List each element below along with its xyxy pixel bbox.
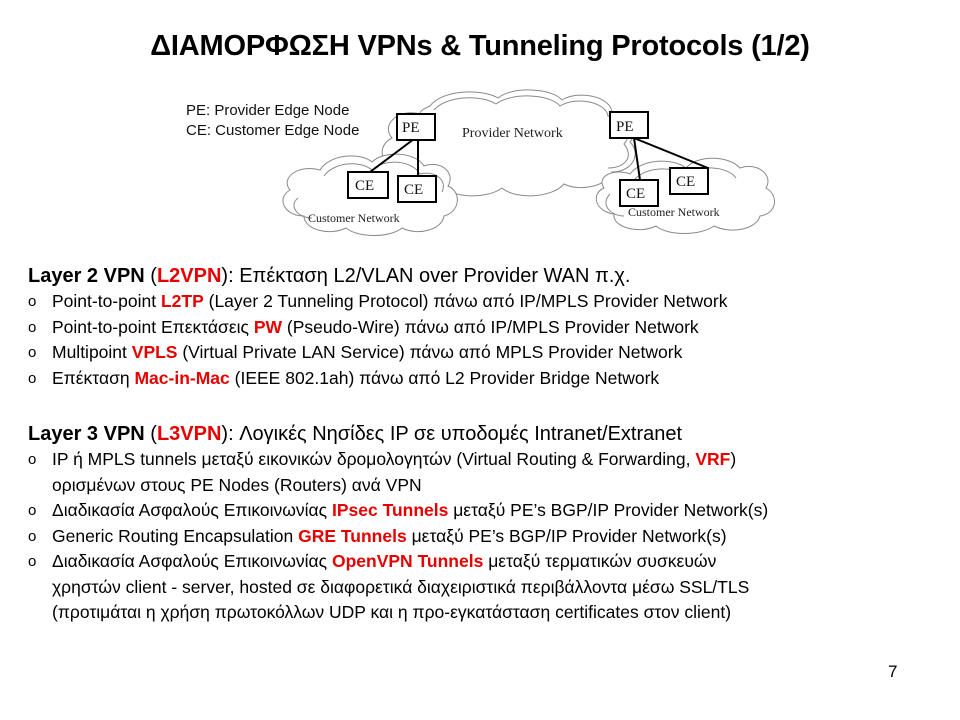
- layer2-heading: Layer 2 VPN (L2VPN): Επέκταση L2/VLAN ov…: [28, 263, 727, 289]
- item-text: Generic Routing Encapsulation: [52, 525, 299, 546]
- list-item: o Multipoint VPLS (Virtual Private LAN Se…: [28, 340, 727, 366]
- ce-left-1-label: CE: [355, 178, 374, 194]
- list-item: o Διαδικασία Ασφαλούς Επικοινωνίας IPsec …: [28, 498, 768, 524]
- layer2-section: Layer 2 VPN (L2VPN): Επέκταση L2/VLAN ov…: [28, 263, 727, 391]
- item-highlight: IPsec Tunnels: [331, 500, 449, 520]
- item-highlight: L2TP: [160, 291, 204, 311]
- item-text: μεταξύ τερματικών συσκευών: [483, 551, 717, 571]
- layer2-heading-suffix: ): Επέκταση L2/VLAN over Provider WAN π.…: [221, 265, 631, 287]
- list-item: o Διαδικασία Ασφαλούς Επικοινωνίας OpenVP…: [28, 549, 768, 626]
- link-pe-right-ce2: [633, 137, 709, 169]
- layer3-heading-open: (: [144, 423, 157, 445]
- provider-network-label: Provider Network: [462, 126, 563, 141]
- page-number: 7: [888, 662, 898, 681]
- item-text: (Pseudo-Wire) πάνω από IP/MPLS Provider …: [282, 316, 699, 337]
- list-item: o Generic Routing Encapsulation GRE Tunne…: [28, 524, 768, 550]
- item-text: (Layer 2 Tunneling Protocol) πάνω από IP…: [203, 291, 728, 311]
- ce-left-2-box: [397, 175, 437, 203]
- item-text: μεταξύ PE’s BGP/IP Provider Network(s): [406, 525, 727, 546]
- layer3-list: o IP ή MPLS tunnels μεταξύ εικονικών δρομ…: [28, 447, 768, 626]
- ce-right-2-label: CE: [676, 174, 695, 190]
- bullet-icon: o: [28, 502, 37, 519]
- bullet-icon: o: [28, 451, 37, 468]
- customer-network-right-label: Customer Network: [628, 205, 720, 219]
- bullet-icon: o: [28, 344, 37, 361]
- pe-left-box: [396, 113, 436, 141]
- layer3-heading: Layer 3 VPN (L3VPN): Λογικές Νησίδες IP …: [28, 421, 768, 447]
- customer-network-right-cloud: [595, 157, 775, 234]
- pe-left-label: PE: [402, 120, 420, 136]
- item-highlight: OpenVPN Tunnels: [331, 551, 484, 571]
- link-pe-left-ce1: [369, 135, 419, 173]
- item-highlight: GRE Tunnels: [298, 525, 407, 546]
- pe-right-box: [609, 111, 649, 139]
- layer2-heading-highlight: L2VPN: [156, 265, 222, 287]
- bullet-icon: o: [28, 318, 37, 336]
- link-pe-right-ce1: [633, 137, 641, 181]
- layer3-section: Layer 3 VPN (L3VPN): Λογικές Νησίδες IP …: [28, 421, 768, 626]
- ce-left-2-label: CE: [404, 182, 423, 198]
- bullet-icon: o: [28, 369, 37, 387]
- item-highlight: Mac-in-Mac: [134, 367, 230, 388]
- connection-lines: [369, 135, 709, 181]
- list-item: o Point-to-point Επεκτάσεις PW (Pseudo-Wi…: [28, 315, 727, 341]
- item-text: (Virtual Private LAN Service) πάνω από M…: [177, 342, 683, 362]
- item-continuation: ορισμένων στους PE Nodes (Routers) ανά V…: [52, 474, 422, 495]
- item-highlight: VPLS: [131, 342, 178, 362]
- item-continuation: χρηστών client - server, hosted σε διαφο…: [52, 576, 750, 597]
- item-text: Point-to-point Επεκτάσεις: [52, 316, 254, 337]
- list-item: o Επέκταση Mac-in-Mac (IEEE 802.1ah) πάνω…: [28, 366, 727, 392]
- item-text: Επέκταση: [52, 367, 135, 388]
- ce-right-1-label: CE: [626, 186, 645, 202]
- legend-ce: CE: Customer Edge Node: [186, 122, 360, 139]
- bullet-icon: o: [28, 527, 37, 545]
- item-text: (IEEE 802.1ah) πάνω από L2 Provider Brid…: [229, 367, 660, 388]
- layer3-heading-suffix: ): Λογικές Νησίδες IP σε υποδομές Intran…: [221, 423, 683, 445]
- item-text: Point-to-point: [52, 291, 161, 311]
- item-highlight: VRF: [695, 449, 731, 469]
- layer2-heading-prefix: Layer 2 VPN: [28, 265, 145, 287]
- item-continuation: (προτιμάται η χρήση πρωτοκόλλων UDP και …: [52, 602, 732, 622]
- layer3-heading-prefix: Layer 3 VPN: [28, 423, 145, 445]
- item-text: Multipoint: [52, 342, 132, 362]
- item-text: μεταξύ PE’s BGP/IP Provider Network(s): [448, 500, 769, 520]
- ce-left-1-box: [347, 171, 389, 199]
- pe-right-label: PE: [616, 119, 634, 135]
- customer-network-left-label: Customer Network: [308, 211, 400, 225]
- layer3-heading-highlight: L3VPN: [156, 423, 222, 445]
- item-text: IP ή MPLS tunnels μεταξύ εικονικών δρομο…: [52, 449, 696, 469]
- bullet-icon: o: [28, 293, 37, 310]
- item-text: Διαδικασία Ασφαλούς Επικοινωνίας: [52, 551, 332, 571]
- list-item: o IP ή MPLS tunnels μεταξύ εικονικών δρομ…: [28, 447, 768, 498]
- legend-pe: PE: Provider Edge Node: [186, 102, 350, 119]
- diagram-legend: PE: Provider Edge Node CE: Customer Edge…: [186, 101, 359, 141]
- item-text: ): [730, 449, 737, 469]
- ce-right-1-box: [619, 179, 659, 207]
- slide-title: ΔΙΑΜΟΡΦΩΣΗ VPNs & Tunneling Protocols (1…: [150, 30, 810, 62]
- layer2-list: o Point-to-point L2TP (Layer 2 Tunneling …: [28, 289, 727, 391]
- vpn-network-diagram: PE CE CE PE CE CE Provider Network Custo…: [282, 89, 775, 236]
- item-highlight: PW: [253, 316, 283, 337]
- bullet-icon: o: [28, 553, 37, 570]
- item-text: Διαδικασία Ασφαλούς Επικοινωνίας: [52, 500, 332, 520]
- ce-right-2-box: [669, 167, 709, 195]
- layer2-heading-open: (: [144, 265, 157, 287]
- list-item: o Point-to-point L2TP (Layer 2 Tunneling …: [28, 289, 727, 315]
